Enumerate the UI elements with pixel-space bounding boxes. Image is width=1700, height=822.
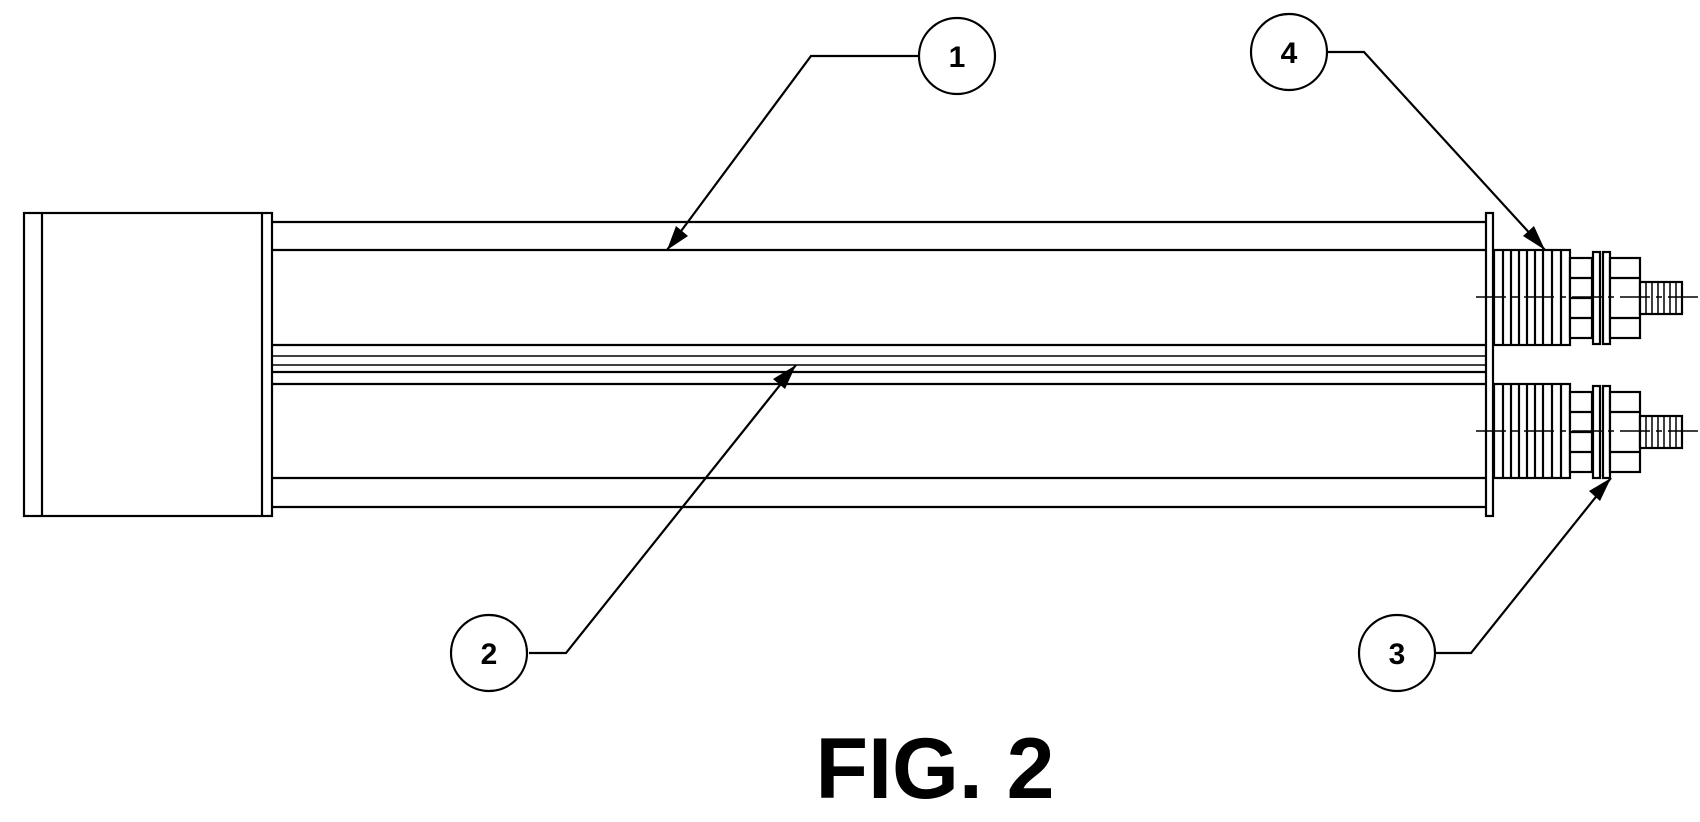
leader-4 — [1328, 50, 1546, 251]
callout-balloon-1: 1 — [917, 16, 997, 96]
callout-balloon-2: 2 — [449, 613, 529, 693]
callout-label-3: 3 — [1389, 638, 1406, 671]
end-cap — [22, 211, 274, 518]
callout-balloon-3: 3 — [1357, 613, 1437, 693]
upper-terminal — [1476, 248, 1698, 347]
tube-body — [272, 220, 1486, 509]
callout-label-2: 2 — [481, 638, 498, 671]
leader-2 — [529, 364, 797, 655]
lower-terminal — [1476, 382, 1698, 480]
flange-plate — [1484, 211, 1495, 518]
leader-3 — [1436, 477, 1612, 655]
callout-label-1: 1 — [949, 41, 966, 74]
callout-balloon-4: 4 — [1249, 12, 1329, 92]
figure-caption: FIG. 2 — [816, 721, 1055, 817]
callout-label-4: 4 — [1281, 37, 1298, 70]
leader-1 — [666, 54, 918, 251]
